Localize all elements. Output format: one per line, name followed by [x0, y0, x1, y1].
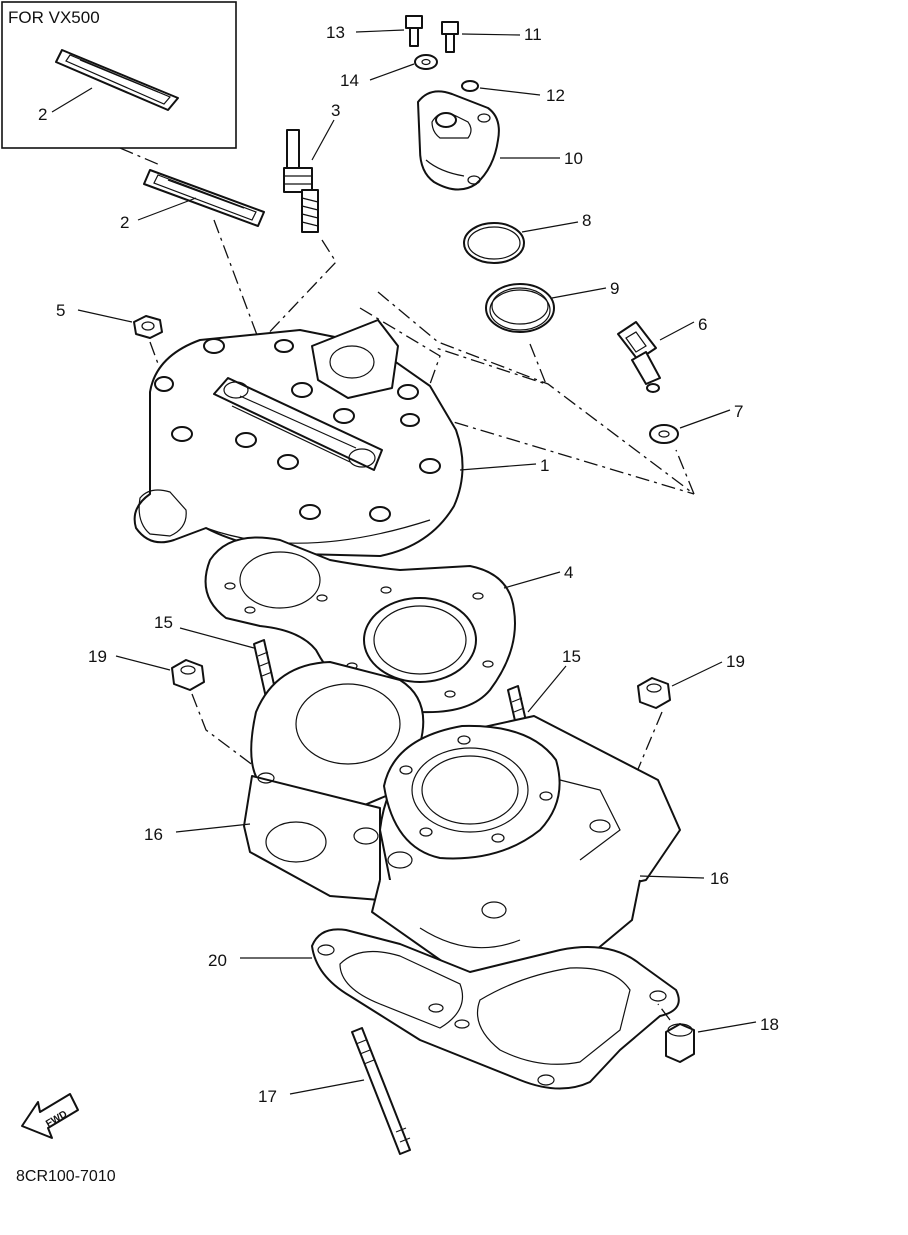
leader-18: [697, 1021, 757, 1033]
nut-icon: [637, 677, 671, 709]
gasket-icon: [204, 536, 516, 714]
leader-3: [311, 119, 335, 161]
leader-2b: [137, 197, 197, 221]
position-line-thermostat: [435, 343, 548, 386]
callout-2a: 2: [38, 105, 47, 124]
callout-19a: 19: [88, 647, 107, 666]
forward-arrow-icon: FWD: [21, 1093, 79, 1139]
spark-plug-icon: [283, 129, 319, 233]
callout-9: 9: [610, 279, 619, 298]
callout-8: 8: [582, 211, 591, 230]
leader-15b: [527, 665, 567, 713]
leader-9: [551, 287, 607, 299]
diagram-code: 8CR100-7010: [16, 1168, 116, 1185]
cylinder-block-icon: [243, 661, 681, 989]
spark-plug-position-line: [261, 239, 337, 341]
nut-19a-position-line: [191, 693, 263, 773]
leader-6: [659, 321, 695, 341]
callout-2b: 2: [120, 213, 129, 232]
leader-8: [521, 221, 579, 233]
callout-5: 5: [56, 301, 65, 320]
callout-16a: 16: [144, 825, 163, 844]
cylinder-head-icon: [133, 319, 464, 557]
decal-icon: [143, 169, 265, 227]
callout-14: 14: [340, 71, 359, 90]
callout-6: 6: [698, 315, 707, 334]
sensor-icon: [617, 321, 661, 393]
callout-16b: 16: [710, 869, 729, 888]
decal-icon: [55, 49, 179, 111]
washer-icon: [414, 54, 438, 70]
inset-pointer: [119, 147, 161, 166]
leader-19b: [671, 661, 723, 687]
callout-19b: 19: [726, 652, 745, 671]
leader-5: [77, 309, 133, 323]
position-line-sensor: [377, 291, 695, 495]
nut-icon: [171, 659, 205, 691]
callout-13: 13: [326, 23, 345, 42]
leader-1: [459, 463, 537, 471]
leader-13: [355, 29, 405, 33]
callout-3: 3: [331, 101, 340, 120]
washer-icon: [649, 424, 679, 444]
leader-16a: [175, 823, 251, 833]
inset-title: FOR VX500: [8, 8, 100, 27]
leader-19a: [115, 655, 171, 671]
callout-1: 1: [540, 456, 549, 475]
callout-7: 7: [734, 402, 743, 421]
o-ring-icon: [461, 80, 479, 92]
o-ring-icon: [463, 222, 525, 264]
stud-bolt-icon: [351, 1027, 411, 1155]
callout-10: 10: [564, 149, 583, 168]
bolt-icon: [405, 15, 423, 47]
inset-frame: [1, 1, 237, 149]
seal-ring-icon: [485, 283, 555, 333]
leader-17: [289, 1079, 365, 1095]
callout-15a: 15: [154, 613, 173, 632]
callout-4: 4: [564, 563, 573, 582]
dowel-position-line: [657, 1003, 671, 1021]
nut-icon: [133, 315, 163, 339]
callout-11: 11: [524, 25, 542, 44]
leader-2a: [51, 87, 93, 113]
position-line-7: [675, 449, 695, 495]
leader-7: [679, 409, 731, 429]
dowel-pin-icon: [665, 1023, 695, 1063]
callout-18: 18: [760, 1015, 779, 1034]
callout-12: 12: [546, 86, 565, 105]
leader-11: [461, 33, 521, 36]
callout-17: 17: [258, 1087, 277, 1106]
leader-4: [503, 571, 561, 589]
leader-12: [479, 87, 541, 96]
thermostat-cover-icon: [417, 90, 500, 191]
position-line-washer: [359, 307, 695, 495]
callout-15b: 15: [562, 647, 581, 666]
base-gasket-icon: [311, 928, 680, 1090]
vx500-inset: FOR VX500 2: [1, 1, 237, 166]
leader-14: [369, 63, 415, 81]
bolt-icon: [441, 21, 459, 53]
leader-16b: [639, 875, 705, 879]
callout-20: 20: [208, 951, 227, 970]
leader-15a: [179, 627, 255, 649]
